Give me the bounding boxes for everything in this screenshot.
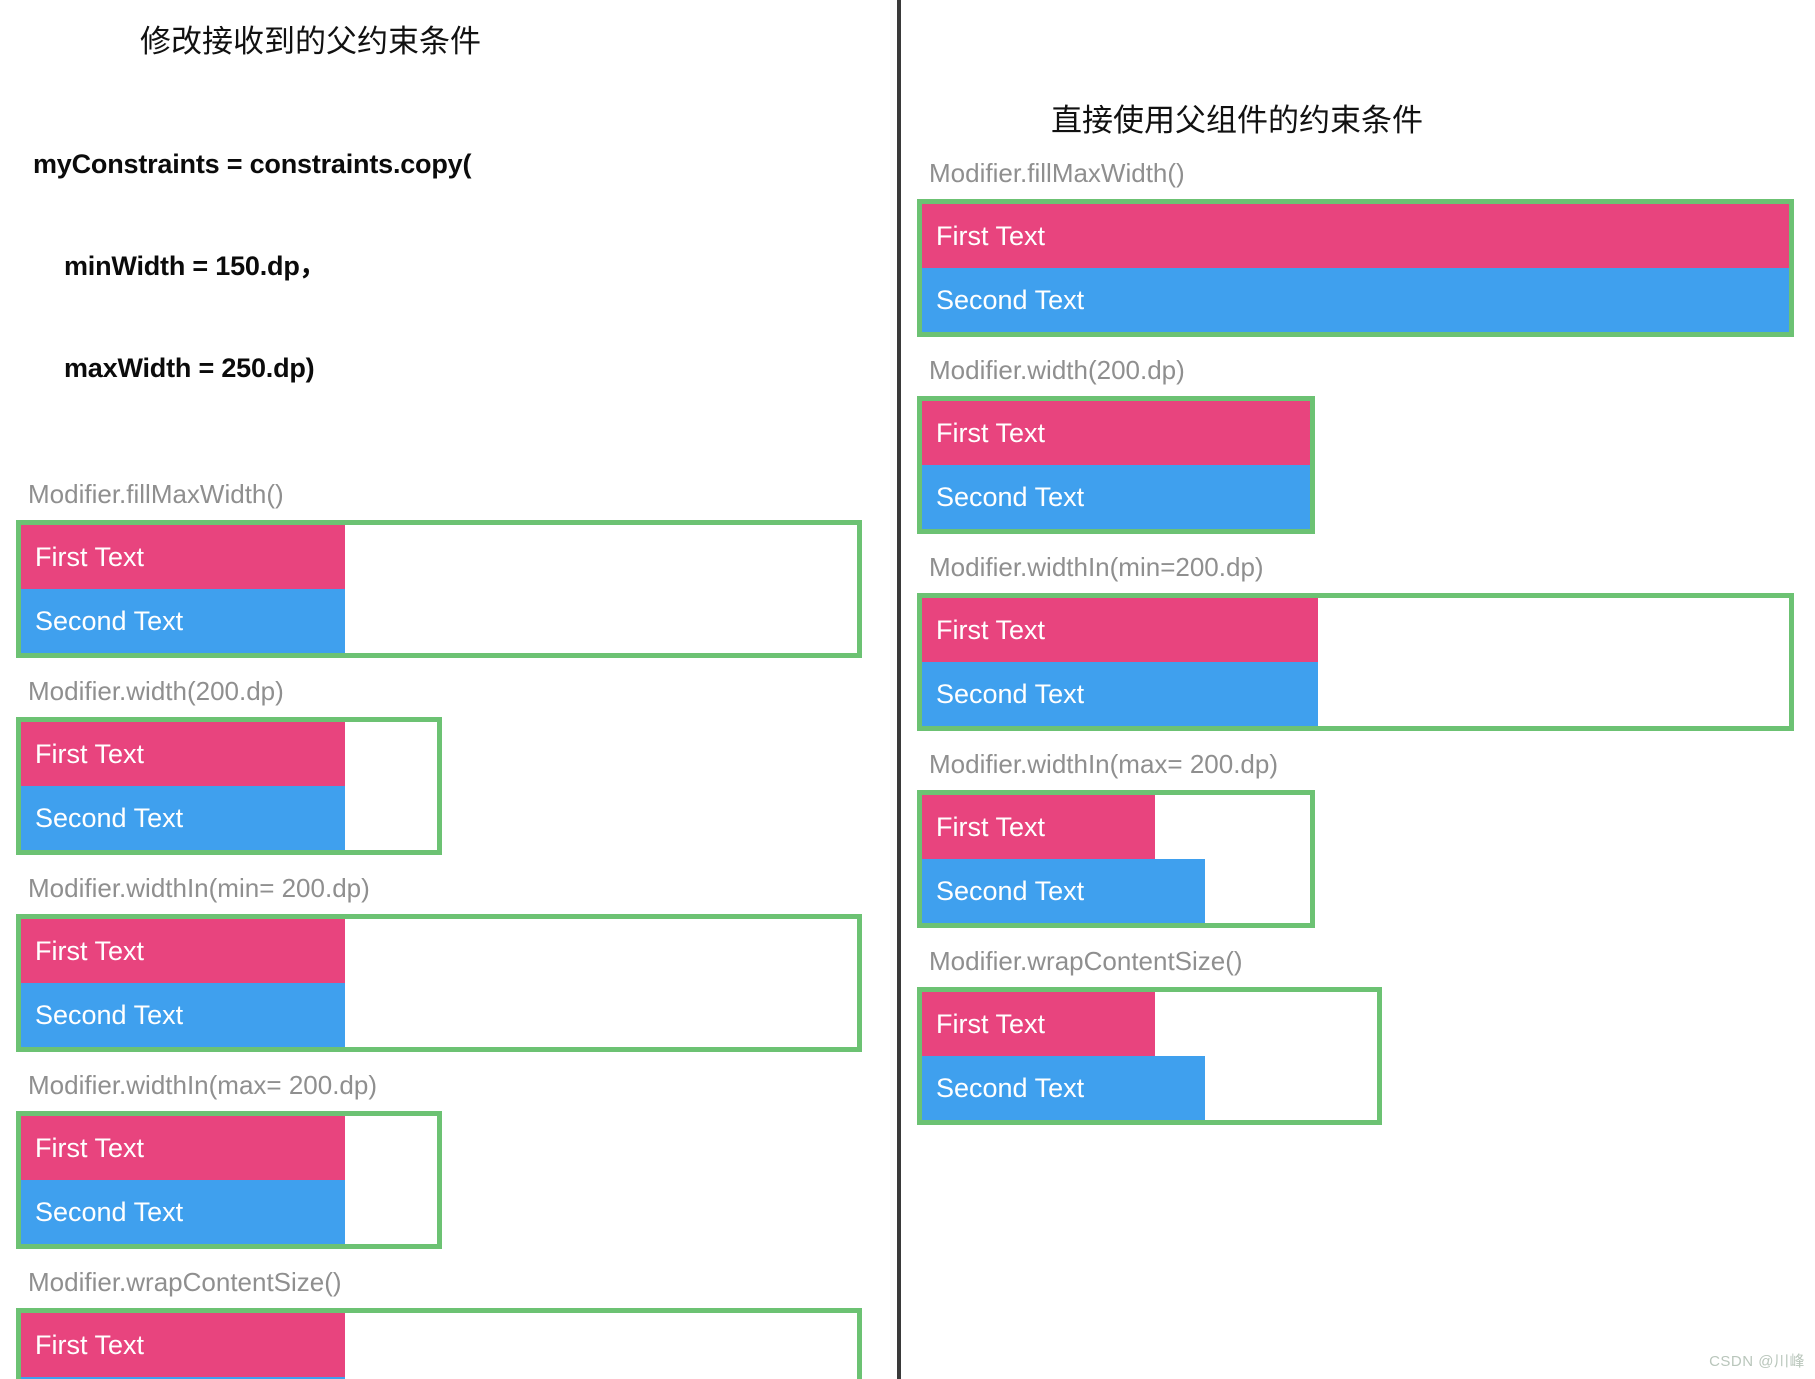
second-text-bar: Second Text xyxy=(21,1180,345,1245)
modifier-label: Modifier.widthIn(max= 200.dp) xyxy=(28,1070,378,1101)
modifier-label: Modifier.width(200.dp) xyxy=(929,355,1185,385)
second-text-bar: Second Text xyxy=(21,1377,345,1379)
first-text-bar: First Text xyxy=(21,722,345,787)
first-text-bar: First Text xyxy=(922,401,1310,465)
modifier-label: Modifier.fillMaxWidth() xyxy=(28,479,284,510)
csdn-watermark: CSDN @川峰 xyxy=(1709,1353,1805,1370)
second-text-bar: Second Text xyxy=(21,786,345,851)
second-text-bar: Second Text xyxy=(21,589,345,654)
right-column: 直接使用父组件的约束条件 Modifier.fillMaxWidth() Firs… xyxy=(901,0,1815,1379)
code-line-2: minWidth = 150.dp， xyxy=(64,251,327,282)
first-text-bar: First Text xyxy=(21,1313,345,1378)
modifier-label: Modifier.wrapContentSize() xyxy=(28,1267,342,1298)
second-text-bar: Second Text xyxy=(922,859,1205,923)
second-text-bar: Second Text xyxy=(922,465,1310,529)
code-line-1: myConstraints = constraints.copy( xyxy=(33,149,472,180)
modifier-section: Modifier.wrapContentSize() First TextSeco… xyxy=(16,1249,897,1379)
column-divider xyxy=(897,0,901,1379)
left-column-header: 修改接收到的父约束条件 myConstraints = constraints.… xyxy=(0,0,897,453)
second-text-bar: Second Text xyxy=(922,1056,1205,1120)
left-column: 修改接收到的父约束条件 myConstraints = constraints.… xyxy=(0,0,897,1379)
first-text-bar: First Text xyxy=(21,525,345,590)
second-text-bar: Second Text xyxy=(21,983,345,1048)
first-text-bar: First Text xyxy=(922,992,1155,1056)
modifier-label: Modifier.widthIn(min= 200.dp) xyxy=(28,873,370,904)
right-column-title: 直接使用父组件的约束条件 xyxy=(1051,103,1423,138)
modifier-label: Modifier.widthIn(min=200.dp) xyxy=(929,552,1264,582)
first-text-bar: First Text xyxy=(922,204,1789,268)
code-line-3: maxWidth = 250.dp) xyxy=(64,353,315,384)
first-text-bar: First Text xyxy=(21,1116,345,1181)
first-text-bar: First Text xyxy=(922,795,1155,859)
left-column-title: 修改接收到的父约束条件 xyxy=(140,24,481,59)
modifier-label: Modifier.widthIn(max= 200.dp) xyxy=(929,749,1279,779)
modifier-label: Modifier.wrapContentSize() xyxy=(929,946,1243,976)
second-text-bar: Second Text xyxy=(922,268,1789,332)
first-text-bar: First Text xyxy=(21,919,345,984)
first-text-bar: First Text xyxy=(922,598,1318,662)
constraints-code-snippet: myConstraints = constraints.copy( minWid… xyxy=(0,61,897,453)
second-text-bar: Second Text xyxy=(922,662,1318,726)
modifier-label: Modifier.width(200.dp) xyxy=(28,676,284,707)
modifier-label: Modifier.fillMaxWidth() xyxy=(929,158,1185,188)
right-column-header: 直接使用父组件的约束条件 xyxy=(901,0,1815,140)
